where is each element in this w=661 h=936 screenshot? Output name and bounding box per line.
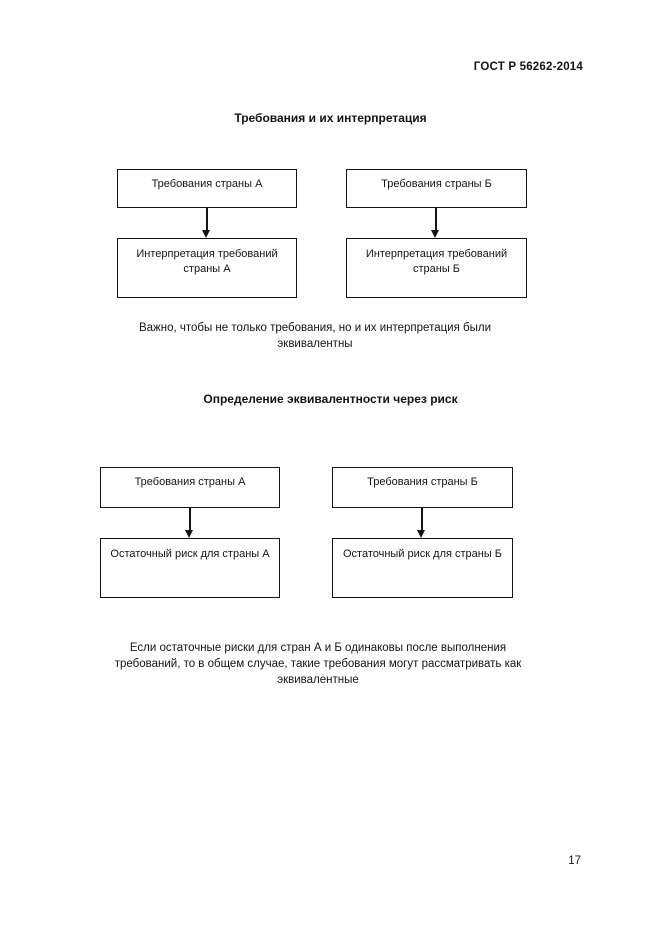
box-requirements-country-a: Требования страны А: [117, 169, 297, 208]
arrow-head-icon: [417, 530, 425, 538]
box-label: Интерпретация требований страны Б: [365, 248, 508, 275]
document-code: ГОСТ Р 56262-2014: [473, 61, 583, 73]
arrow-shaft: [205, 208, 208, 231]
caption-line: Важно, чтобы не только требования, но и …: [138, 322, 492, 334]
box-label: Остаточный риск для страны А: [110, 548, 270, 560]
arrow-head-icon: [431, 230, 439, 238]
caption-line: эквивалентны: [277, 338, 353, 350]
box-label: Требования страны Б: [367, 476, 478, 488]
down-arrow-connector: [431, 208, 440, 238]
box-label: Требования страны А: [134, 476, 246, 488]
box-label: Интерпретация требований страны А: [136, 248, 278, 275]
box-label: Требования страны А: [151, 178, 263, 190]
box-residual-risk-country-b: Остаточный риск для страны Б: [332, 538, 513, 598]
arrow-shaft: [188, 508, 191, 531]
box-interpretation-country-a: Интерпретация требований страны А: [117, 238, 297, 298]
arrow-shaft: [434, 208, 437, 231]
arrow-head-icon: [202, 230, 210, 238]
down-arrow-connector: [202, 208, 211, 238]
box-interpretation-country-b: Интерпретация требований страны Б: [346, 238, 527, 298]
section2-title: Определение эквивалентности через риск: [203, 392, 458, 406]
caption-line: Если остаточные риски для стран А и Б од…: [129, 642, 507, 654]
page-number: 17: [568, 855, 581, 867]
box-label: Требования страны Б: [381, 178, 492, 190]
caption-line: требований, то в общем случае, такие тре…: [114, 658, 522, 670]
down-arrow-connector: [185, 508, 194, 538]
down-arrow-connector: [417, 508, 426, 538]
box-label: Остаточный риск для страны Б: [342, 548, 503, 560]
box-residual-risk-country-a: Остаточный риск для страны А: [100, 538, 280, 598]
caption-line: эквивалентные: [277, 674, 359, 686]
box-requirements-country-a-2: Требования страны А: [100, 467, 280, 508]
box-requirements-country-b-2: Требования страны Б: [332, 467, 513, 508]
section1-title: Требования и их интерпретация: [234, 111, 427, 125]
arrow-shaft: [420, 508, 423, 531]
arrow-head-icon: [185, 530, 193, 538]
section2-caption: Если остаточные риски для стран А и Б од…: [88, 640, 548, 688]
box-requirements-country-b: Требования страны Б: [346, 169, 527, 208]
section1-caption: Важно, чтобы не только требования, но и …: [85, 320, 545, 352]
